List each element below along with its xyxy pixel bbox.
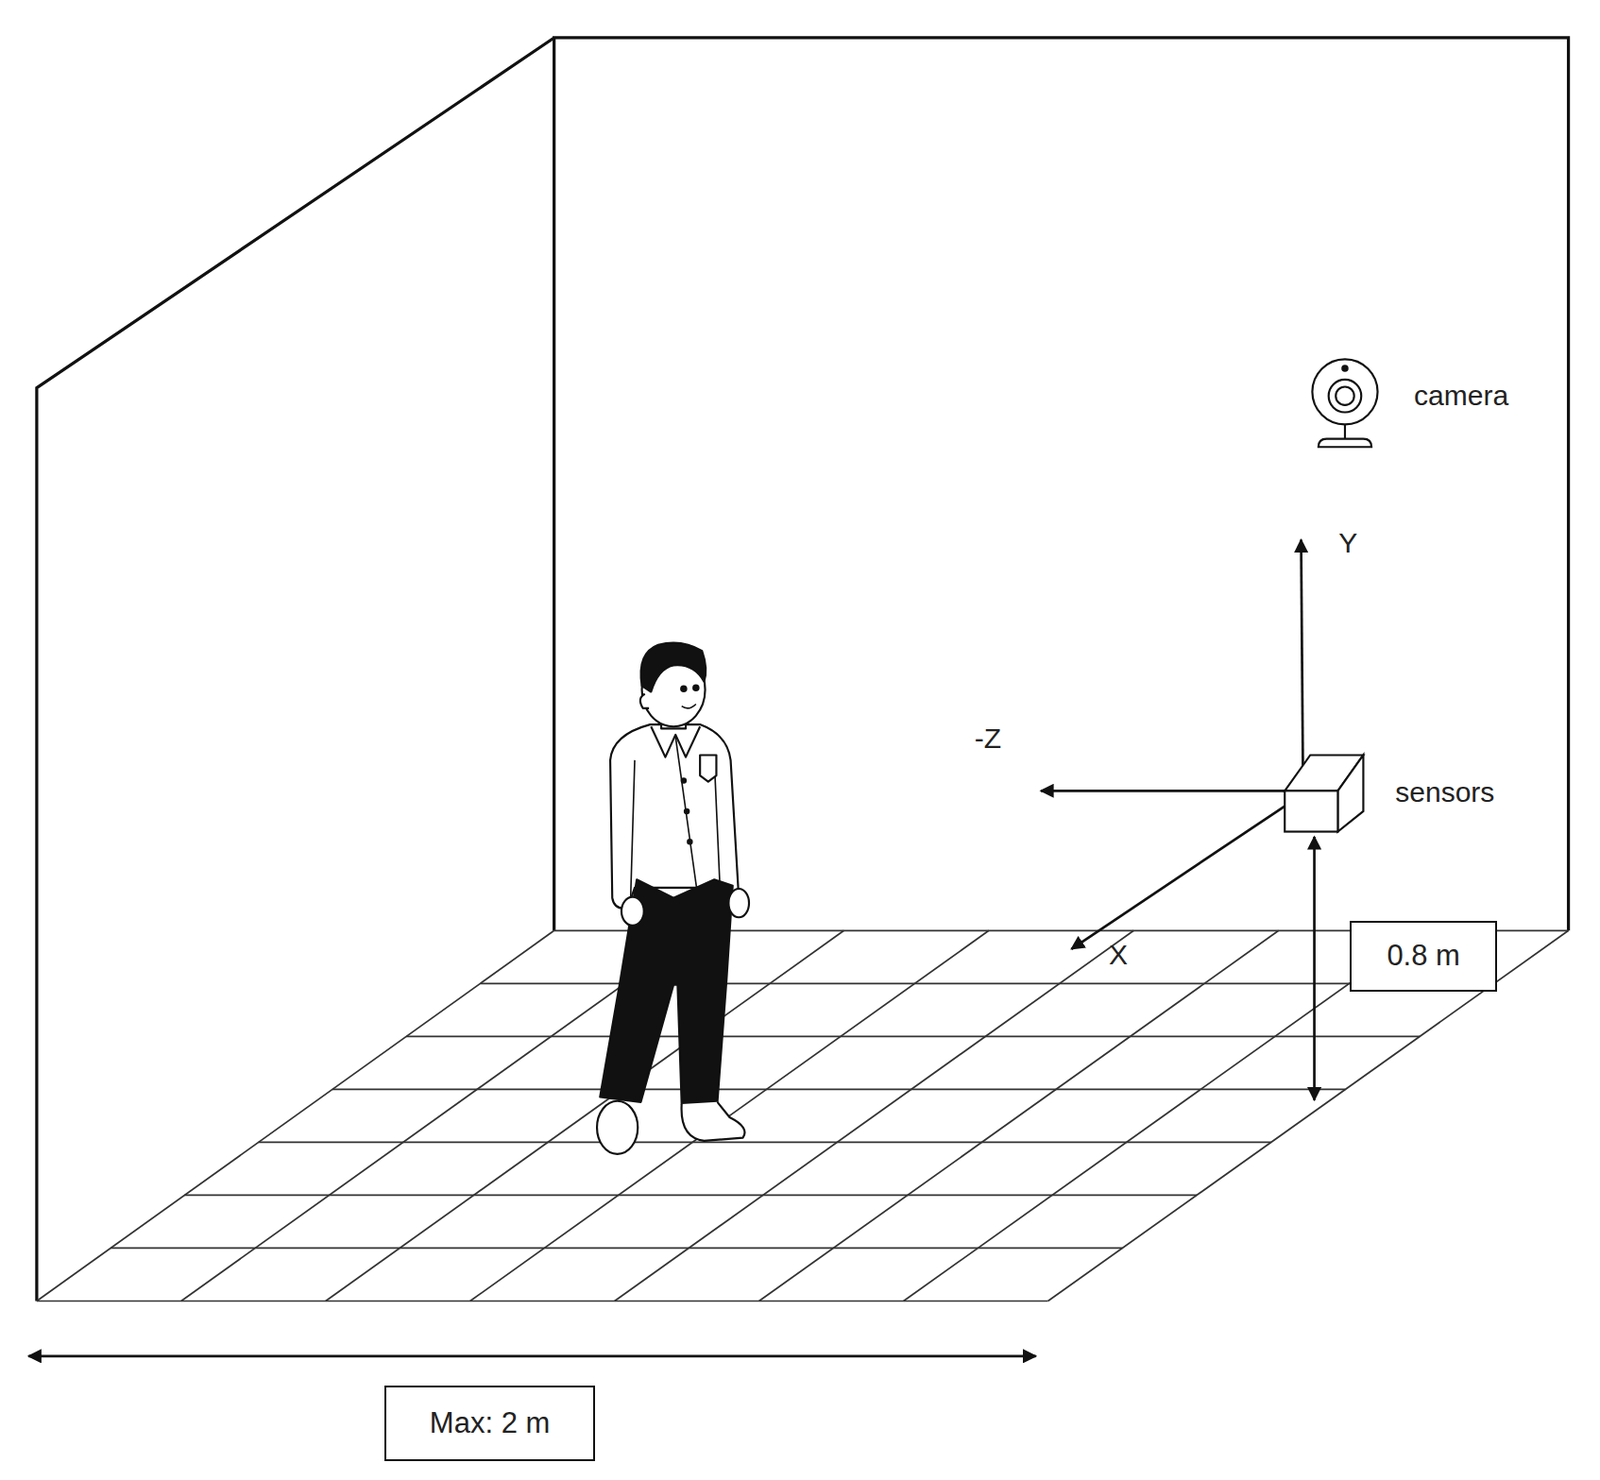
dimension-box: Max: 2 m xyxy=(384,1385,596,1462)
back-wall xyxy=(554,37,1569,931)
grid-line xyxy=(332,1089,1346,1091)
grid-line xyxy=(36,930,555,1301)
person-figure xyxy=(596,643,749,1155)
dimension-text: 0.8 m xyxy=(1386,939,1461,972)
grid-line xyxy=(36,1300,1049,1303)
grid-line xyxy=(258,1141,1272,1144)
camera-label: camera xyxy=(1413,379,1509,411)
grid-line xyxy=(903,930,1425,1301)
sensor-label: sensors xyxy=(1395,776,1495,808)
grid-line xyxy=(759,930,1279,1301)
grid-line xyxy=(470,930,989,1301)
axes xyxy=(1040,540,1304,950)
left-wall xyxy=(36,37,555,1302)
grid-line xyxy=(184,1194,1197,1197)
axis-label: X xyxy=(1108,938,1128,971)
grid-line xyxy=(110,1247,1123,1250)
axis-label: Y xyxy=(1338,527,1358,559)
dimension-text: Max: 2 m xyxy=(429,1407,550,1440)
grid-line xyxy=(325,930,845,1301)
axis-label: -Z xyxy=(974,722,1002,754)
grid-line xyxy=(406,1036,1420,1039)
width-dimension xyxy=(28,1355,1036,1359)
camera-icon xyxy=(1311,358,1378,447)
sensor-cube xyxy=(1284,754,1363,832)
height-dimension xyxy=(1312,836,1316,1101)
floor-grid xyxy=(36,930,1569,1301)
dimension-box: 0.8 m xyxy=(1349,920,1498,992)
